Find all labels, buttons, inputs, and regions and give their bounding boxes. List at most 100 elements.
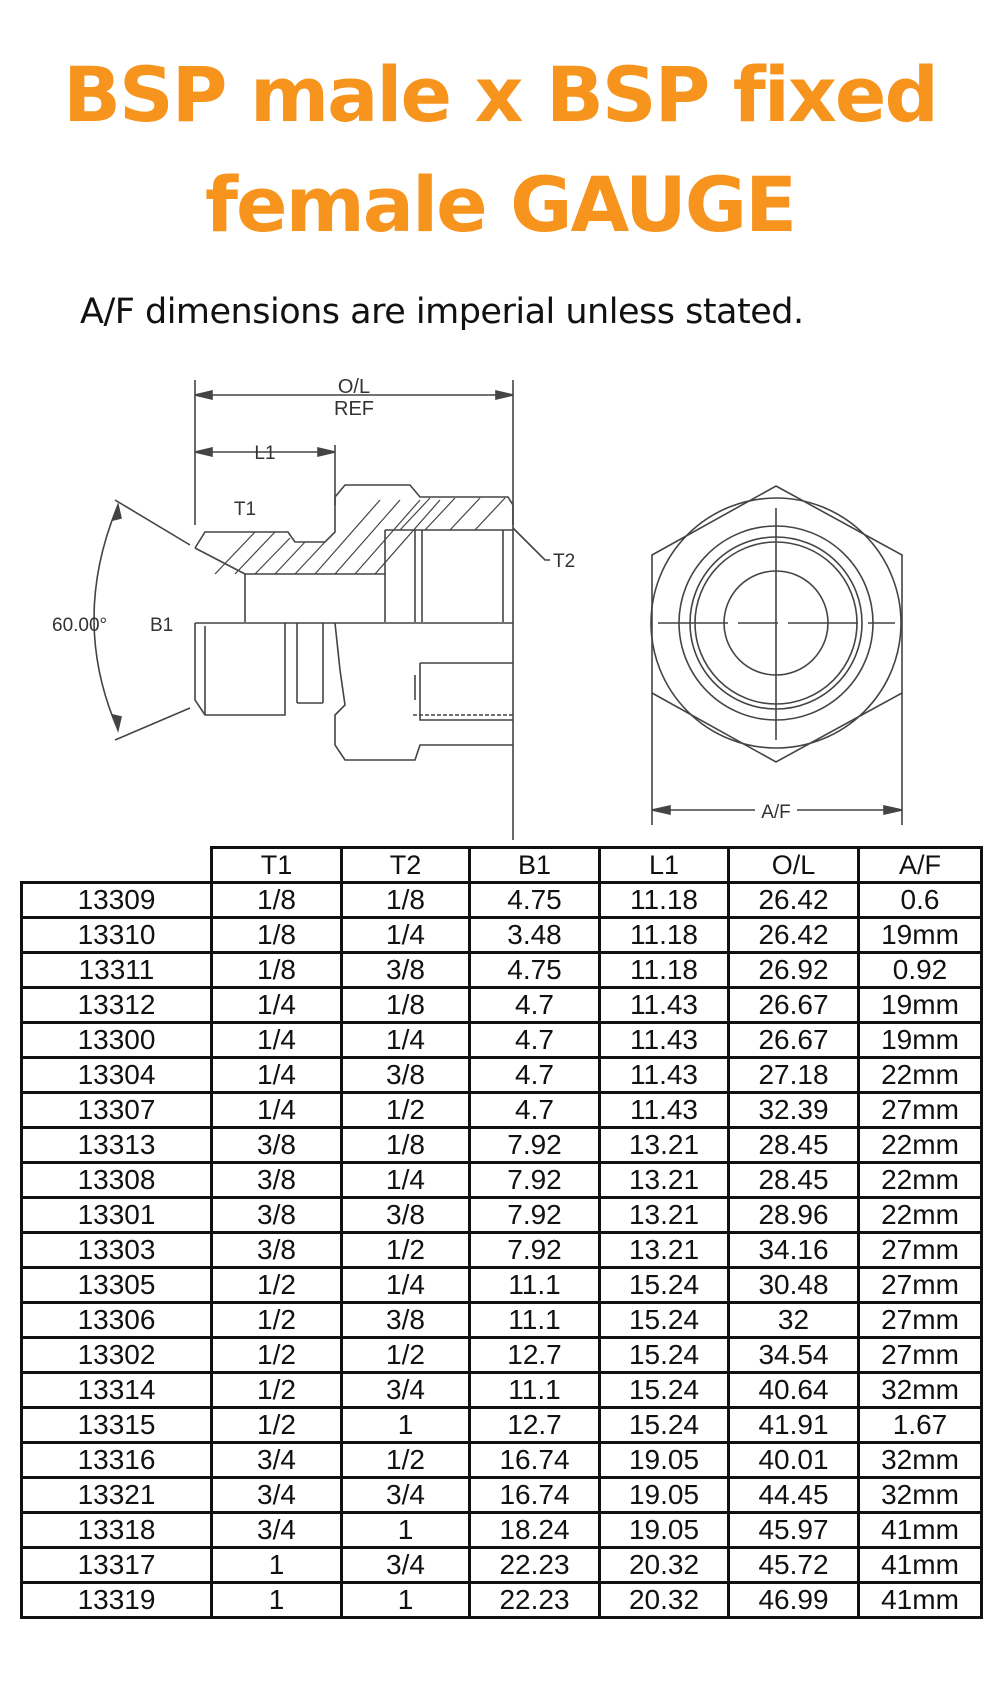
cell-part-number: 13310 [20,916,213,954]
cell-part-number: 13301 [20,1196,213,1234]
cell-b1: 18.24 [468,1511,601,1549]
cell-part-number: 13318 [20,1511,213,1549]
cell-t1: 1 [210,1546,343,1584]
cell-b1: 11.1 [468,1301,601,1339]
cell-l1: 13.21 [598,1161,730,1199]
cell-t1: 1/4 [210,1021,343,1059]
cell-l1: 15.24 [598,1301,730,1339]
cell-l1: 11.18 [598,916,730,954]
header-af: A/F [857,846,983,884]
cell-l1: 11.18 [598,881,730,919]
cell-t1: 1/2 [210,1266,343,1304]
cell-t1: 1/4 [210,986,343,1024]
cell-ol: 32.39 [727,1091,860,1129]
cell-t1: 3/8 [210,1126,343,1164]
cell-t2: 1/2 [340,1091,471,1129]
cell-b1: 4.7 [468,1021,601,1059]
cell-b1: 4.7 [468,1091,601,1129]
cell-part-number: 13311 [20,951,213,989]
cell-part-number: 13307 [20,1091,213,1129]
cell-ol: 26.67 [727,986,860,1024]
cell-l1: 15.24 [598,1336,730,1374]
cell-t2: 1/4 [340,916,471,954]
header-l1: L1 [598,846,730,884]
cell-ol: 40.64 [727,1371,860,1409]
cell-ol: 26.42 [727,916,860,954]
cell-t1: 1 [210,1581,343,1619]
cell-l1: 11.43 [598,986,730,1024]
page-title: BSP male x BSP fixed female GAUGE [0,40,1000,260]
cell-t1: 1/2 [210,1371,343,1409]
end-view-drawing [650,485,903,825]
cell-b1: 22.23 [468,1581,601,1619]
cell-ol: 28.96 [727,1196,860,1234]
cell-t2: 3/8 [340,951,471,989]
cell-t2: 3/8 [340,1196,471,1234]
cell-ol: 34.54 [727,1336,860,1374]
b1-label: B1 [150,615,173,636]
cell-l1: 13.21 [598,1231,730,1269]
cell-part-number: 13305 [20,1266,213,1304]
cell-t2: 1/2 [340,1231,471,1269]
cell-t2: 1/8 [340,1126,471,1164]
cell-t1: 3/4 [210,1511,343,1549]
cell-t2: 3/4 [340,1546,471,1584]
cell-ol: 45.97 [727,1511,860,1549]
cell-l1: 11.43 [598,1021,730,1059]
cell-b1: 7.92 [468,1126,601,1164]
cell-t2: 1/4 [340,1161,471,1199]
cell-b1: 12.7 [468,1406,601,1444]
header-t1: T1 [210,846,343,884]
cell-t2: 3/8 [340,1056,471,1094]
cell-ol: 30.48 [727,1266,860,1304]
cell-part-number: 13312 [20,986,213,1024]
cell-b1: 7.92 [468,1231,601,1269]
cell-l1: 11.18 [598,951,730,989]
cell-ol: 46.99 [727,1581,860,1619]
cell-part-number: 13315 [20,1406,213,1444]
cell-part-number: 13309 [20,881,213,919]
cell-af: 0.92 [857,951,983,989]
t1-label: T1 [234,499,256,520]
cell-b1: 11.1 [468,1371,601,1409]
cell-ol: 44.45 [727,1476,860,1514]
cell-l1: 13.21 [598,1196,730,1234]
cell-part-number: 13303 [20,1231,213,1269]
cell-b1: 4.75 [468,881,601,919]
cell-t1: 3/8 [210,1196,343,1234]
cell-ol: 26.92 [727,951,860,989]
cell-af: 22mm [857,1056,983,1094]
cell-t1: 3/4 [210,1476,343,1514]
cell-af: 27mm [857,1091,983,1129]
cell-l1: 19.05 [598,1511,730,1549]
cell-af: 1.67 [857,1406,983,1444]
cell-part-number: 13306 [20,1301,213,1339]
cell-t1: 1/2 [210,1301,343,1339]
cell-l1: 19.05 [598,1476,730,1514]
cell-t2: 3/4 [340,1476,471,1514]
cell-l1: 11.43 [598,1056,730,1094]
header-b1: B1 [468,846,601,884]
cell-t1: 1/8 [210,916,343,954]
ref-label: REF [334,398,374,420]
cell-af: 32mm [857,1476,983,1514]
cell-l1: 19.05 [598,1441,730,1479]
af-label: A/F [761,802,791,823]
cell-b1: 7.92 [468,1161,601,1199]
cell-t1: 1/8 [210,881,343,919]
cell-ol: 27.18 [727,1056,860,1094]
cell-t1: 3/8 [210,1161,343,1199]
cell-af: 41mm [857,1546,983,1584]
cell-b1: 4.7 [468,1056,601,1094]
title-line-1: BSP male x BSP fixed [63,50,939,139]
cell-part-number: 13314 [20,1371,213,1409]
